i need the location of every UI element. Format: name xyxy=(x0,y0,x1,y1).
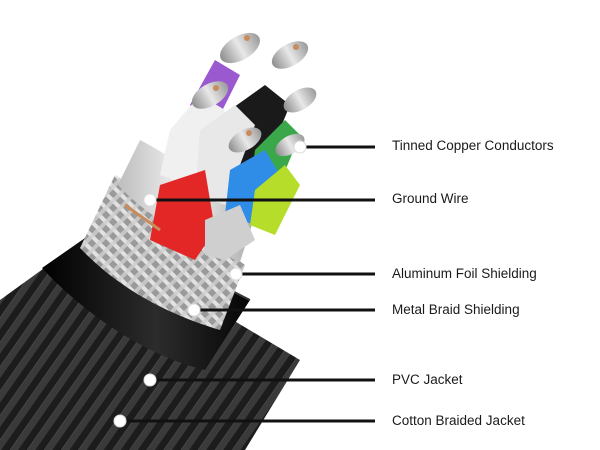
label-aluminum-foil-shielding: Aluminum Foil Shielding xyxy=(392,266,537,281)
marker-dot-metal-braid xyxy=(187,303,201,317)
label-ground-wire: Ground Wire xyxy=(392,191,469,206)
marker-dot-tinned-copper xyxy=(293,140,307,154)
label-pvc-jacket: PVC Jacket xyxy=(392,372,463,387)
label-cotton-braided-jacket: Cotton Braided Jacket xyxy=(392,413,525,428)
marker-dot-aluminum-foil xyxy=(229,267,243,281)
metal-braid-shielding-shape xyxy=(80,175,245,330)
label-tinned-copper-conductors: Tinned Copper Conductors xyxy=(392,138,554,153)
tinned-conductors-shape xyxy=(124,32,317,232)
label-metal-braid-shielding: Metal Braid Shielding xyxy=(392,302,520,317)
marker-dots xyxy=(113,140,307,428)
marker-dot-ground-wire xyxy=(143,193,157,207)
leader-lines xyxy=(120,145,375,423)
marker-dot-pvc-jacket xyxy=(143,373,157,387)
marker-dot-cotton-braid xyxy=(113,414,127,428)
